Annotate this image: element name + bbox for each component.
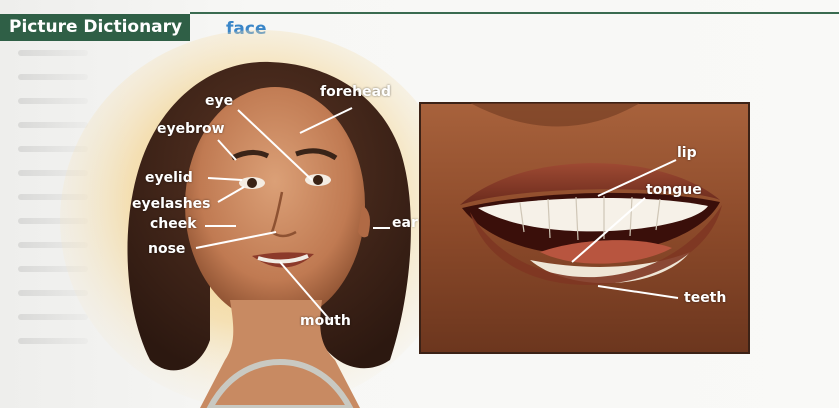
left-eye-iris xyxy=(247,178,257,188)
label-ear: ear xyxy=(392,215,418,231)
label-cheek: cheek xyxy=(150,216,197,232)
mouth-inset-panel xyxy=(420,103,749,353)
right-eye-iris xyxy=(313,175,323,185)
label-eye: eye xyxy=(205,93,233,109)
label-forehead: forehead xyxy=(320,84,391,100)
label-mouth: mouth xyxy=(300,313,351,329)
label-teeth: teeth xyxy=(684,290,726,306)
label-eyebrow: eyebrow xyxy=(157,121,225,137)
label-nose: nose xyxy=(148,241,185,257)
label-eyelid: eyelid xyxy=(145,170,193,186)
label-lip: lip xyxy=(677,145,697,161)
label-eyelashes: eyelashes xyxy=(132,196,211,212)
label-tongue: tongue xyxy=(646,182,702,198)
